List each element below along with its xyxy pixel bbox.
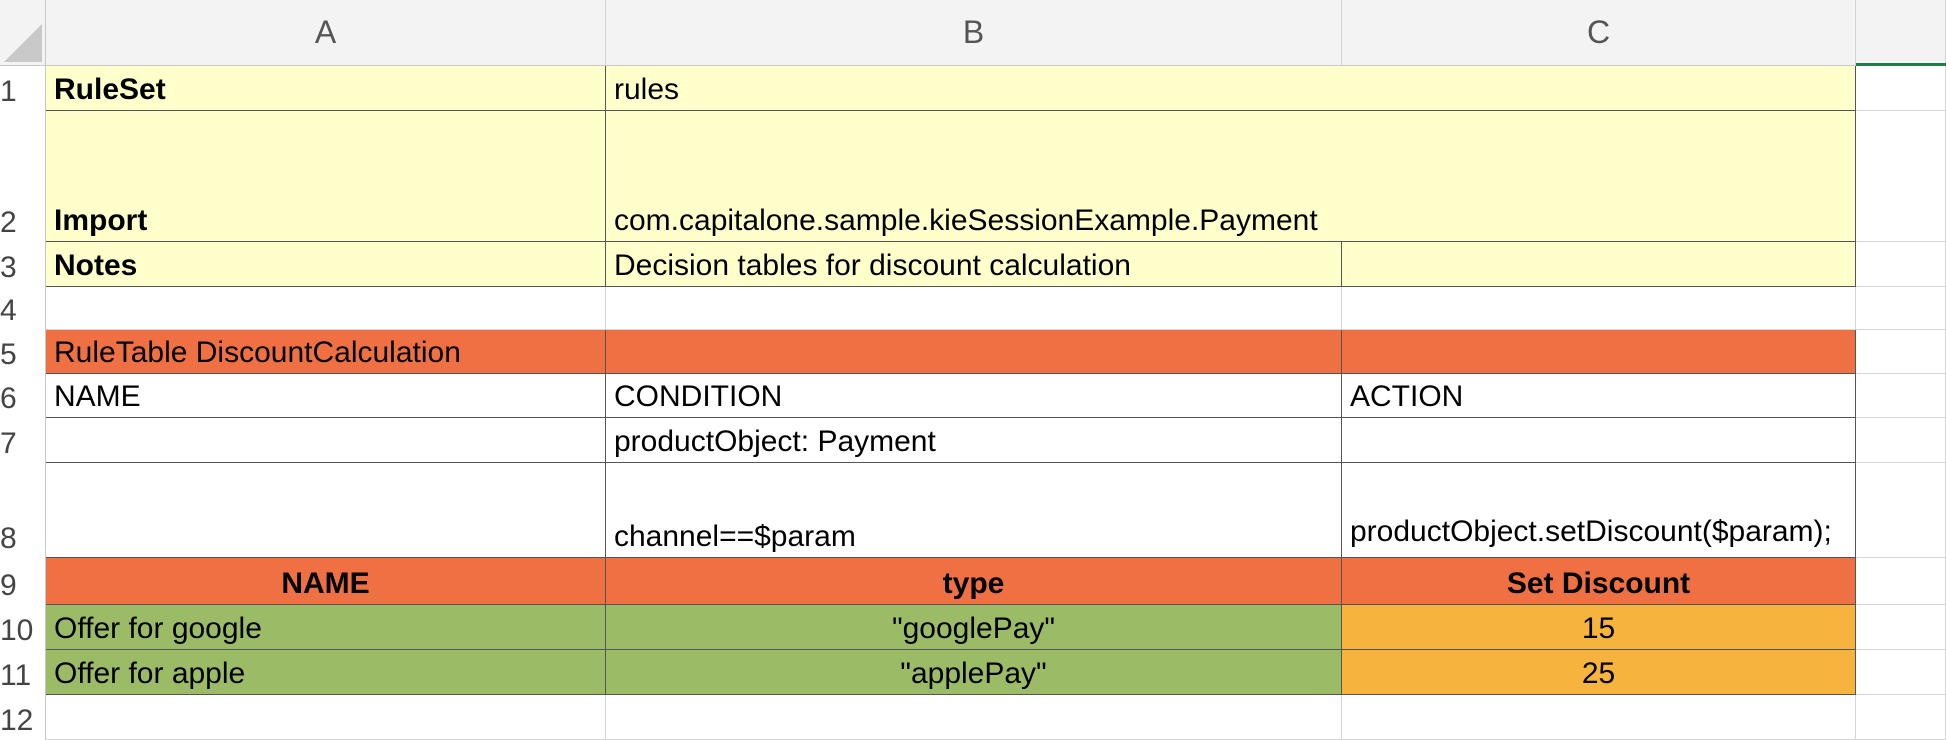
cell-a5[interactable]: RuleTable DiscountCalculation bbox=[46, 330, 606, 374]
cell-a9[interactable]: NAME bbox=[46, 558, 606, 605]
cell-b6[interactable]: CONDITION bbox=[606, 374, 1342, 418]
cell-c12[interactable] bbox=[1342, 695, 1856, 740]
cell-b12[interactable] bbox=[606, 695, 1342, 740]
cell-d5[interactable] bbox=[1856, 330, 1946, 374]
cell-c11[interactable]: 25 bbox=[1342, 650, 1856, 695]
cell-c9[interactable]: Set Discount bbox=[1342, 558, 1856, 605]
row-header-5[interactable]: 5 bbox=[0, 330, 46, 374]
row-header-1[interactable]: 1 bbox=[0, 66, 46, 111]
row-header-8[interactable]: 8 bbox=[0, 463, 46, 558]
column-header-d[interactable] bbox=[1856, 0, 1946, 66]
cell-c5[interactable] bbox=[1342, 330, 1856, 374]
column-header-b[interactable]: B bbox=[606, 0, 1342, 66]
cell-c6[interactable]: ACTION bbox=[1342, 374, 1856, 418]
cell-b1[interactable]: rules bbox=[606, 66, 1856, 111]
row-header-12[interactable]: 12 bbox=[0, 695, 46, 740]
cell-d7[interactable] bbox=[1856, 418, 1946, 463]
row-header-6[interactable]: 6 bbox=[0, 374, 46, 418]
select-all-corner[interactable] bbox=[0, 0, 46, 66]
cell-b8[interactable]: channel==$param bbox=[606, 463, 1342, 558]
cell-b9[interactable]: type bbox=[606, 558, 1342, 605]
cell-c10[interactable]: 15 bbox=[1342, 605, 1856, 650]
cell-a4[interactable] bbox=[46, 287, 606, 330]
row-header-10[interactable]: 10 bbox=[0, 605, 46, 650]
cell-a3[interactable]: Notes bbox=[46, 242, 606, 287]
column-header-c[interactable]: C bbox=[1342, 0, 1856, 66]
cell-a7[interactable] bbox=[46, 418, 606, 463]
selection-indicator bbox=[1856, 63, 1946, 66]
row-header-2[interactable]: 2 bbox=[0, 111, 46, 242]
cell-b11[interactable]: "applePay" bbox=[606, 650, 1342, 695]
cell-d1[interactable] bbox=[1856, 66, 1946, 111]
cell-c8[interactable]: productObject.setDiscount($param); bbox=[1342, 463, 1856, 558]
cell-b10[interactable]: "googlePay" bbox=[606, 605, 1342, 650]
cell-d4[interactable] bbox=[1856, 287, 1946, 330]
cell-c4[interactable] bbox=[1342, 287, 1856, 330]
cell-b5[interactable] bbox=[606, 330, 1342, 374]
row-header-11[interactable]: 11 bbox=[0, 650, 46, 695]
row-header-9[interactable]: 9 bbox=[0, 558, 46, 605]
cell-c3[interactable] bbox=[1342, 242, 1856, 287]
cell-d8[interactable] bbox=[1856, 463, 1946, 558]
row-header-4[interactable]: 4 bbox=[0, 287, 46, 330]
cell-a12[interactable] bbox=[46, 695, 606, 740]
cell-c7[interactable] bbox=[1342, 418, 1856, 463]
select-all-icon bbox=[4, 24, 42, 62]
cell-a6[interactable]: NAME bbox=[46, 374, 606, 418]
cell-a2[interactable]: Import bbox=[46, 111, 606, 242]
cell-a11[interactable]: Offer for apple bbox=[46, 650, 606, 695]
cell-a8[interactable] bbox=[46, 463, 606, 558]
row-header-3[interactable]: 3 bbox=[0, 242, 46, 287]
cell-d11[interactable] bbox=[1856, 650, 1946, 695]
cell-b3[interactable]: Decision tables for discount calculation bbox=[606, 242, 1342, 287]
cell-b4[interactable] bbox=[606, 287, 1342, 330]
cell-d10[interactable] bbox=[1856, 605, 1946, 650]
cell-d3[interactable] bbox=[1856, 242, 1946, 287]
cell-b2[interactable]: com.capitalone.sample.kieSessionExample.… bbox=[606, 111, 1856, 242]
cell-d2[interactable] bbox=[1856, 111, 1946, 242]
cell-d12[interactable] bbox=[1856, 695, 1946, 740]
cell-b7[interactable]: productObject: Payment bbox=[606, 418, 1342, 463]
column-header-a[interactable]: A bbox=[46, 0, 606, 66]
cell-d9[interactable] bbox=[1856, 558, 1946, 605]
row-header-7[interactable]: 7 bbox=[0, 418, 46, 463]
cell-a1[interactable]: RuleSet bbox=[46, 66, 606, 111]
cell-a10[interactable]: Offer for google bbox=[46, 605, 606, 650]
cell-d6[interactable] bbox=[1856, 374, 1946, 418]
